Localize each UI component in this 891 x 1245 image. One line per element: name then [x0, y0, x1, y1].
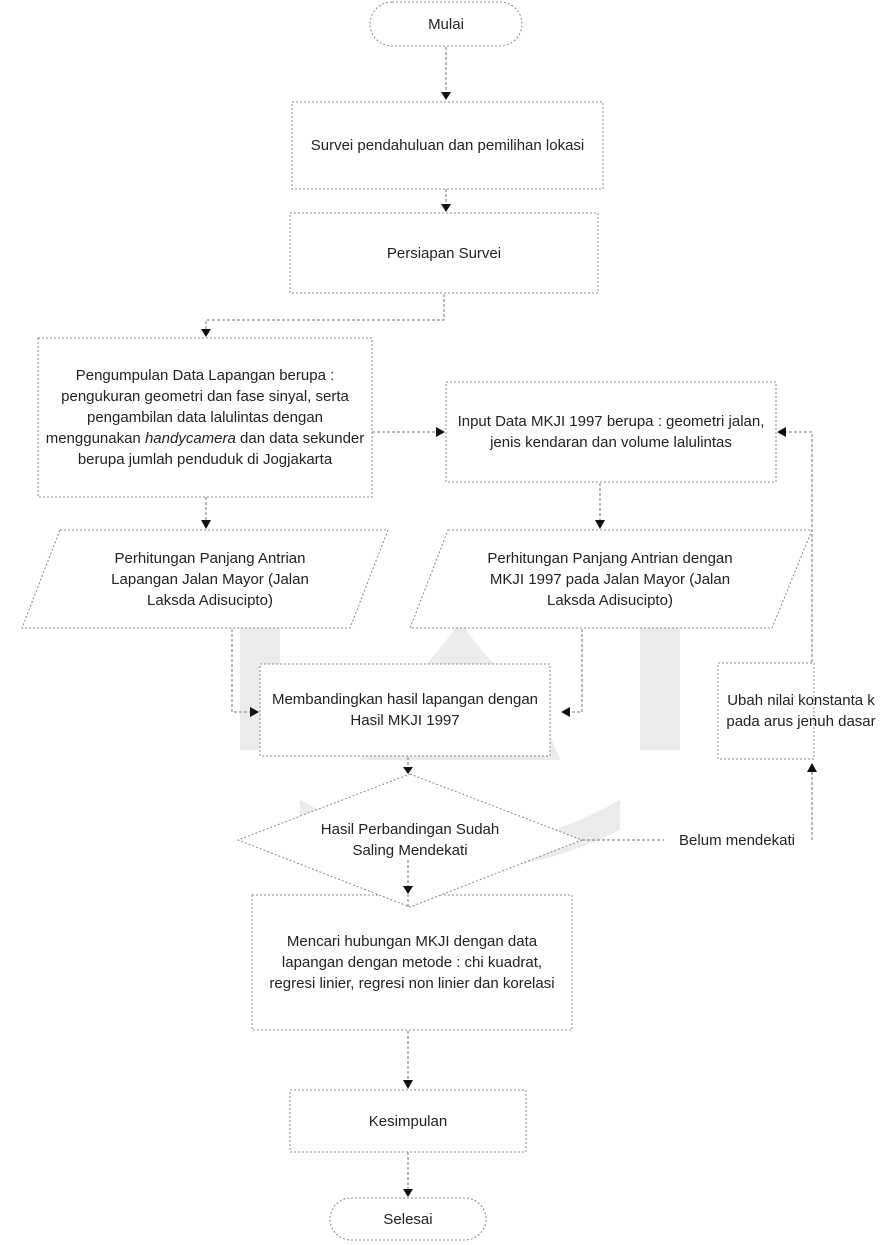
- calc-field-io: Perhitungan Panjang Antrian Lapangan Jal…: [100, 530, 320, 628]
- calc-mkji-label: Perhitungan Panjang Antrian dengan MKJI …: [487, 549, 733, 609]
- survey-label: Survei pendahuluan dan pemilihan lokasi: [310, 137, 585, 154]
- decision-diamond: Hasil Perbandingan Sudah Saling Mendekat…: [320, 785, 500, 895]
- field-data-label: Pengumpulan Data Lapangan berupa : pengu…: [42, 365, 368, 470]
- field-data-text-2: dan data sekunder berupa jumlah penduduk…: [77, 430, 365, 468]
- conclusion-box: Kesimpulan: [290, 1090, 526, 1152]
- decision-diamond-shape: [236, 773, 584, 908]
- mkji-input-box: Input Data MKJI 1997 berupa : geometri j…: [456, 382, 766, 482]
- calc-field-label: Perhitungan Panjang Antrian Lapangan Jal…: [111, 549, 309, 609]
- decision-label: Hasil Perbandingan Sudah Saling Mendekat…: [320, 821, 500, 859]
- survey-box-shape: [291, 101, 604, 190]
- field-data-italic: handycamera: [144, 430, 236, 447]
- end-terminator-shape: [329, 1197, 487, 1241]
- start-label: Mulai: [428, 15, 464, 33]
- end-label: Selesai: [383, 1210, 433, 1228]
- compare-box: Membandingkan hasil lapangan dengan Hasi…: [270, 664, 540, 756]
- compare-label: Membandingkan hasil lapangan dengan Hasi…: [271, 691, 539, 729]
- not-close-label: Belum mendekati: [679, 831, 795, 849]
- end-terminator: Selesai: [330, 1198, 486, 1240]
- change-k-box-shape: [717, 662, 815, 760]
- calc-mkji-io-shape: [409, 529, 813, 629]
- start-terminator-shape: [369, 1, 523, 47]
- prep-box-shape: [289, 212, 599, 294]
- prep-label: Persiapan Survei: [386, 244, 502, 262]
- start-terminator: Mulai: [370, 2, 522, 46]
- prep-box: Persiapan Survei: [290, 213, 598, 293]
- mkji-input-box-shape: [445, 381, 777, 483]
- not-close-label-box: Belum mendekati: [664, 826, 810, 854]
- conclusion-label: Kesimpulan: [368, 1112, 448, 1130]
- compare-box-shape: [259, 663, 551, 757]
- change-k-box: Ubah nilai konstanta k pada arus jenuh d…: [716, 663, 886, 759]
- survey-box: Survei pendahuluan dan pemilihan lokasi: [300, 102, 595, 189]
- calc-field-io-shape: [21, 529, 389, 629]
- relation-box: Mencari hubungan MKJI dengan data lapang…: [262, 895, 562, 1030]
- relation-label: Mencari hubungan MKJI dengan data lapang…: [269, 933, 555, 992]
- field-data-box: Pengumpulan Data Lapangan berupa : pengu…: [42, 340, 368, 495]
- calc-mkji-io: Perhitungan Panjang Antrian dengan MKJI …: [486, 530, 734, 628]
- field-data-box-shape: [37, 337, 373, 498]
- change-k-label: Ubah nilai konstanta k pada arus jenuh d…: [726, 692, 876, 730]
- mkji-input-label: Input Data MKJI 1997 berupa : geometri j…: [457, 413, 765, 451]
- conclusion-box-shape: [289, 1089, 527, 1153]
- field-data-text-1: Pengumpulan Data Lapangan berupa : pengu…: [45, 367, 349, 447]
